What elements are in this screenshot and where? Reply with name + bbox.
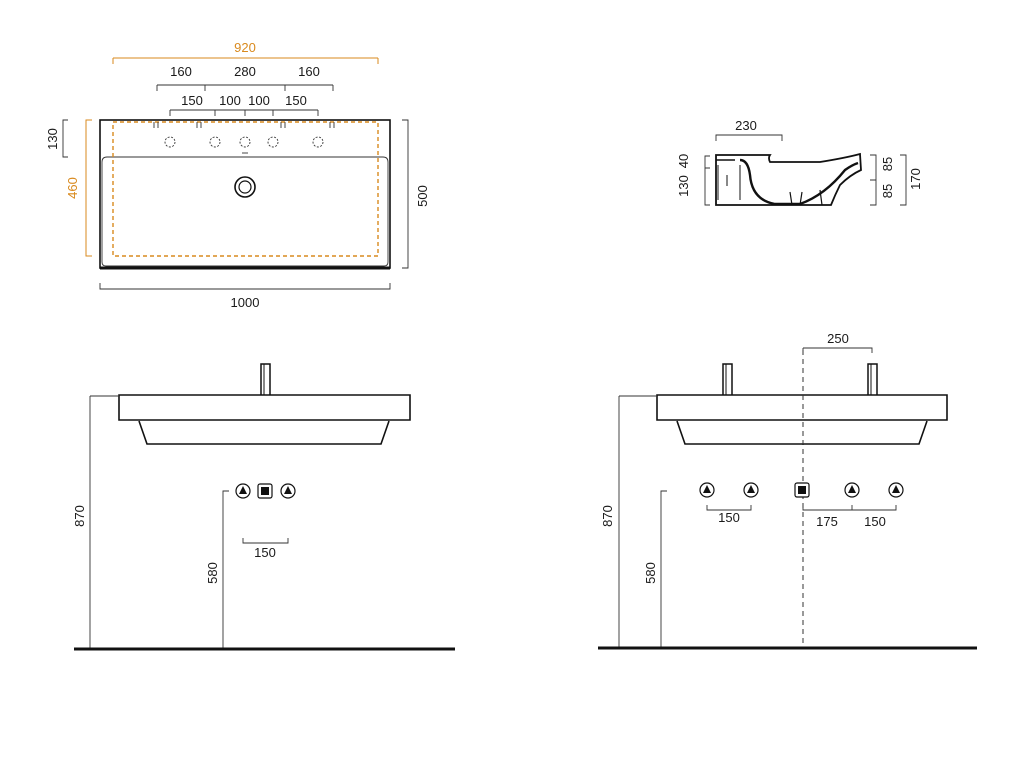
basin-front-right (656, 394, 948, 421)
supply-pipe-icon (280, 483, 296, 499)
dim-total-width: 1000 (231, 295, 260, 310)
dim-inner-depth: 460 (65, 177, 80, 199)
usable-area-outline (112, 121, 379, 257)
dim-front-right-height: 870 (600, 505, 615, 527)
dim-total-depth: 500 (415, 185, 430, 207)
front-view-left: 870 580 150 (72, 363, 455, 651)
dim-side-left-top: 40 (676, 154, 691, 168)
faucet-icon (867, 363, 878, 397)
dim-front-right-offset: 250 (827, 331, 849, 346)
dim-side-right-total: 170 (908, 168, 923, 190)
dim-front-right-center-offset: 175 (816, 514, 838, 529)
dim-seg-c: 160 (298, 64, 320, 79)
dim-hole-d: 150 (285, 93, 307, 108)
dim-side-left-total: 130 (676, 175, 691, 197)
dim-front-left-pipe: 580 (205, 562, 220, 584)
dim-front-right-spacing-left: 150 (718, 510, 740, 525)
top-view: 920 160 280 160 150 100 100 150 (45, 40, 430, 310)
basin-front-left (118, 394, 411, 421)
faucet-icon (722, 363, 733, 397)
dim-seg-b: 280 (234, 64, 256, 79)
dim-front-left-spacing: 150 (254, 545, 276, 560)
supply-pipe-icon (844, 482, 860, 498)
supply-pipe-icon (699, 482, 715, 498)
supply-pipe-icon (743, 482, 759, 498)
basin-profile (715, 152, 862, 206)
dim-hole-b: 100 (219, 93, 241, 108)
basin-outline (99, 119, 391, 269)
drain-pipe-icon (257, 483, 273, 499)
dim-hole-c: 100 (248, 93, 270, 108)
dim-side-right-bottom: 85 (880, 184, 895, 198)
dim-front-left-height: 870 (72, 505, 87, 527)
side-view: 230 40 130 85 85 170 (676, 118, 923, 206)
dim-side-depth: 230 (735, 118, 757, 133)
front-view-right: 250 870 580 (598, 331, 977, 650)
dim-seg-a: 160 (170, 64, 192, 79)
drain-pipe-icon (794, 482, 810, 498)
supply-pipe-icon (235, 483, 251, 499)
dim-side-right-top: 85 (880, 157, 895, 171)
drain-icon (234, 176, 256, 198)
faucet-icon (260, 363, 271, 397)
dim-overall-width: 920 (234, 40, 256, 55)
dim-front-right-pipe: 580 (643, 562, 658, 584)
supply-pipe-icon (888, 482, 904, 498)
dim-deck-depth: 130 (45, 128, 60, 150)
dim-front-right-spacing-right: 150 (864, 514, 886, 529)
dim-hole-a: 150 (181, 93, 203, 108)
